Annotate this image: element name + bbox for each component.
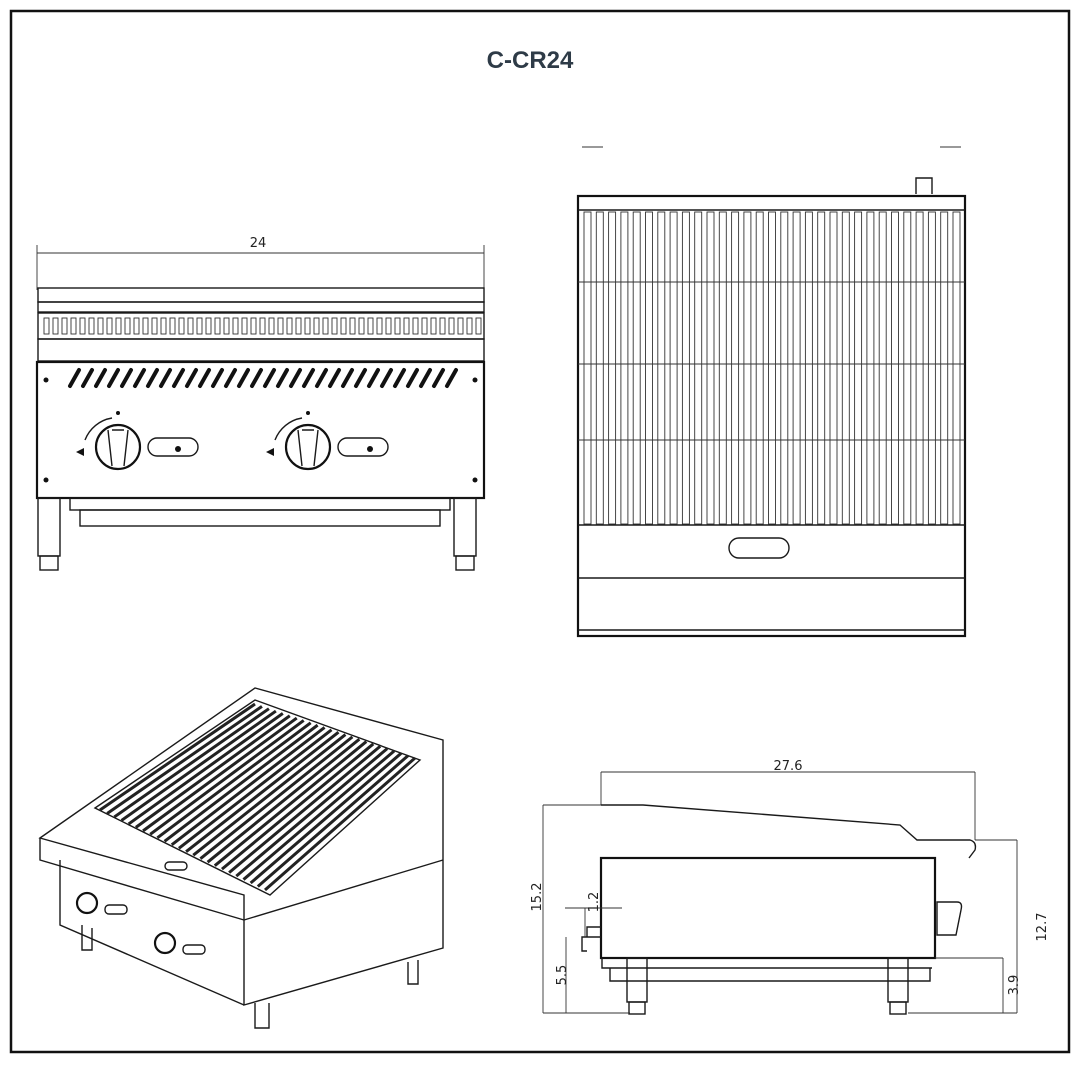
leg-height-label: 3.9 — [1007, 975, 1022, 996]
isometric-view — [38, 687, 444, 1029]
side-view: 27.6 15.2 1.2 5.5 12.7 3.9 — [530, 759, 1050, 1015]
iso-grate-bars — [99, 702, 416, 892]
rear-height-label: 12.7 — [1035, 913, 1050, 942]
model-title: C-CR24 — [487, 47, 574, 74]
vent-slots — [68, 368, 458, 388]
front-view: 24 — [35, 236, 486, 571]
sheet-border — [9, 9, 1071, 1054]
knob-depth-label: 1.2 — [587, 892, 602, 913]
width-dimension-label: 24 — [250, 236, 267, 251]
knob-height-label: 5.5 — [555, 965, 570, 986]
total-height-label: 15.2 — [530, 883, 545, 912]
drip-tray-handle — [728, 537, 790, 559]
front-grate-teeth — [43, 317, 482, 335]
depth-dimension-label: 27.6 — [774, 759, 803, 774]
top-grate-bars — [578, 211, 965, 525]
knob-left-icon — [76, 411, 199, 471]
top-view — [576, 146, 967, 638]
knob-right-icon — [266, 411, 389, 471]
